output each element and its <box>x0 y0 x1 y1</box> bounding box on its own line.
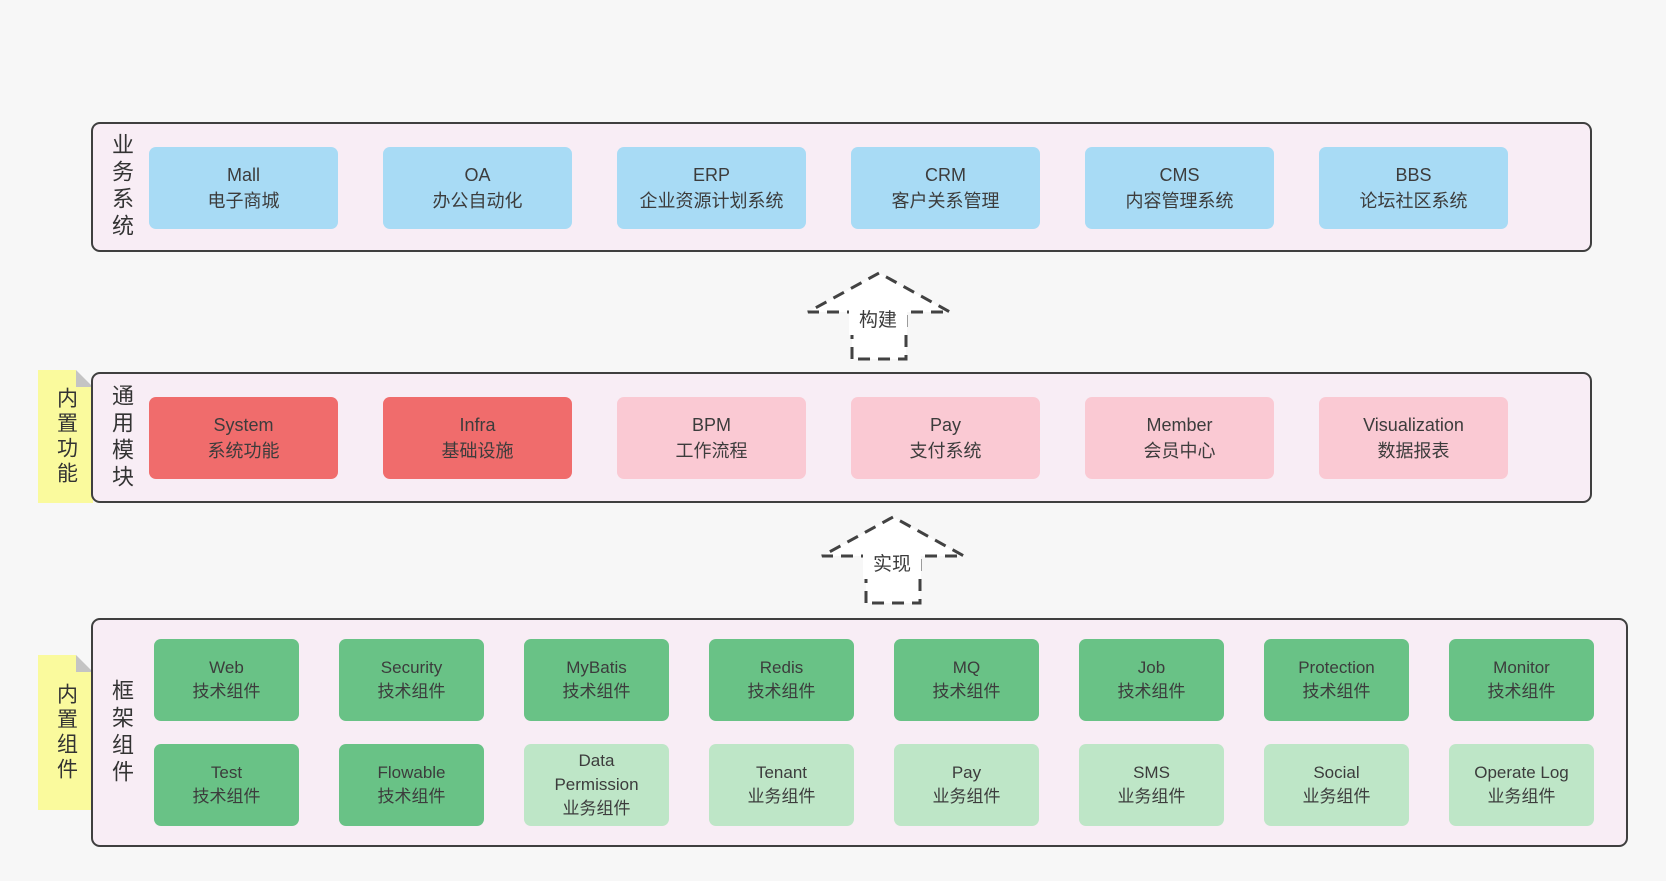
box-infra-desc: 基础设施 <box>441 441 514 461</box>
box-pay-biz: Pay 业务组件 <box>894 744 1039 826</box>
box-bpm-desc: 工作流程 <box>675 441 748 461</box>
box-erp: ERP 企业资源计划系统 <box>617 147 806 229</box>
box-bpm: BPM 工作流程 <box>617 397 806 479</box>
box-oa-name: OA <box>464 165 491 185</box>
box-bpm-name: BPM <box>691 415 731 435</box>
box-flowable-desc: 技术组件 <box>377 787 446 806</box>
common-modules-label: 通用模块 <box>109 383 134 492</box>
box-redis-name: Redis <box>759 658 804 677</box>
box-job-name: Job <box>1137 658 1166 677</box>
box-oa-desc: 办公自动化 <box>432 191 523 211</box>
box-operate-log-name: Operate Log <box>1474 763 1569 782</box>
box-web-desc: 技术组件 <box>192 682 261 701</box>
box-tenant: Tenant 业务组件 <box>709 744 854 826</box>
box-member-name: Member <box>1146 415 1213 435</box>
box-operate-log-desc: 业务组件 <box>1487 787 1556 806</box>
build-arrow-label: 构建 <box>849 307 907 335</box>
box-sms: SMS 业务组件 <box>1079 744 1224 826</box>
box-social-name: Social <box>1313 763 1360 782</box>
box-member-desc: 会员中心 <box>1143 441 1216 461</box>
box-crm-desc: 客户关系管理 <box>891 191 1000 211</box>
box-mq-name: MQ <box>952 658 981 677</box>
framework-components-panel: 框架组件 Web 技术组件 Security 技术组件 MyBatis 技术组件… <box>91 618 1628 847</box>
box-mall-name: Mall <box>226 165 260 185</box>
box-web: Web 技术组件 <box>154 639 299 721</box>
box-mall-desc: 电子商城 <box>207 191 280 211</box>
box-cms-desc: 内容管理系统 <box>1125 191 1234 211</box>
business-systems-panel: 业务系统 Mall 电子商城 OA 办公自动化 ERP 企业资源计划系统 CRM… <box>91 122 1592 252</box>
box-bbs: BBS 论坛社区系统 <box>1319 147 1508 229</box>
box-security-name: Security <box>380 658 443 677</box>
box-data-permission-desc: 业务组件 <box>562 799 631 818</box>
box-mall: Mall 电子商城 <box>149 147 338 229</box>
box-mq-desc: 技术组件 <box>932 682 1001 701</box>
box-redis-desc: 技术组件 <box>747 682 816 701</box>
box-cms: CMS 内容管理系统 <box>1085 147 1274 229</box>
box-test-name: Test <box>210 763 243 782</box>
box-cms-name: CMS <box>1159 165 1200 185</box>
box-test: Test 技术组件 <box>154 744 299 826</box>
box-pay-biz-desc: 业务组件 <box>932 787 1001 806</box>
implement-arrow-label: 实现 <box>863 551 921 579</box>
builtin-features-note-label: 内置功能 <box>54 386 78 487</box>
box-crm: CRM 客户关系管理 <box>851 147 1040 229</box>
box-monitor-name: Monitor <box>1493 658 1550 677</box>
box-mybatis: MyBatis 技术组件 <box>524 639 669 721</box>
box-visualization-desc: 数据报表 <box>1377 441 1450 461</box>
box-sms-desc: 业务组件 <box>1117 787 1186 806</box>
builtin-features-note: 内置功能 <box>38 370 93 503</box>
box-system-name: System <box>213 415 274 435</box>
box-mq: MQ 技术组件 <box>894 639 1039 721</box>
box-pay-biz-name: Pay <box>951 763 982 782</box>
box-mybatis-name: MyBatis <box>566 658 627 677</box>
business-systems-label: 业务系统 <box>109 133 134 241</box>
box-operate-log: Operate Log 业务组件 <box>1449 744 1594 826</box>
box-protection: Protection 技术组件 <box>1264 639 1409 721</box>
box-flowable: Flowable 技术组件 <box>339 744 484 826</box>
common-modules-panel: 通用模块 System 系统功能 Infra 基础设施 BPM 工作流程 Pay… <box>91 372 1592 503</box>
box-web-name: Web <box>209 658 244 677</box>
box-job: Job 技术组件 <box>1079 639 1224 721</box>
box-erp-desc: 企业资源计划系统 <box>639 191 784 211</box>
box-monitor-desc: 技术组件 <box>1487 682 1556 701</box>
box-job-desc: 技术组件 <box>1117 682 1186 701</box>
box-visualization-name: Visualization <box>1363 415 1464 435</box>
box-bbs-desc: 论坛社区系统 <box>1359 191 1468 211</box>
box-system-desc: 系统功能 <box>207 441 280 461</box>
box-protection-name: Protection <box>1298 658 1375 677</box>
box-sms-name: SMS <box>1133 763 1170 782</box>
box-oa: OA 办公自动化 <box>383 147 572 229</box>
box-visualization: Visualization 数据报表 <box>1319 397 1508 479</box>
box-pay-desc: 支付系统 <box>909 441 982 461</box>
box-monitor: Monitor 技术组件 <box>1449 639 1594 721</box>
box-infra-name: Infra <box>459 415 496 435</box>
box-security: Security 技术组件 <box>339 639 484 721</box>
box-protection-desc: 技术组件 <box>1302 682 1371 701</box>
box-tenant-desc: 业务组件 <box>747 787 816 806</box>
box-flowable-name: Flowable <box>377 763 446 782</box>
box-crm-name: CRM <box>925 165 966 185</box>
box-social: Social 业务组件 <box>1264 744 1409 826</box>
framework-components-label: 框架组件 <box>109 678 134 787</box>
box-erp-name: ERP <box>692 165 730 185</box>
box-test-desc: 技术组件 <box>192 787 261 806</box>
box-tenant-name: Tenant <box>755 763 808 782</box>
builtin-components-note: 内置组件 <box>38 655 93 810</box>
box-data-permission: Data Permission 业务组件 <box>524 744 669 826</box>
box-mybatis-desc: 技术组件 <box>562 682 631 701</box>
box-pay: Pay 支付系统 <box>851 397 1040 479</box>
box-bbs-name: BBS <box>1395 165 1432 185</box>
box-security-desc: 技术组件 <box>377 682 446 701</box>
box-system: System 系统功能 <box>149 397 338 479</box>
box-redis: Redis 技术组件 <box>709 639 854 721</box>
box-member: Member 会员中心 <box>1085 397 1274 479</box>
box-social-desc: 业务组件 <box>1302 787 1371 806</box>
box-pay-name: Pay <box>929 415 962 435</box>
box-data-permission-name: Data Permission <box>554 751 639 794</box>
builtin-components-note-label: 内置组件 <box>54 682 78 783</box>
box-infra: Infra 基础设施 <box>383 397 572 479</box>
